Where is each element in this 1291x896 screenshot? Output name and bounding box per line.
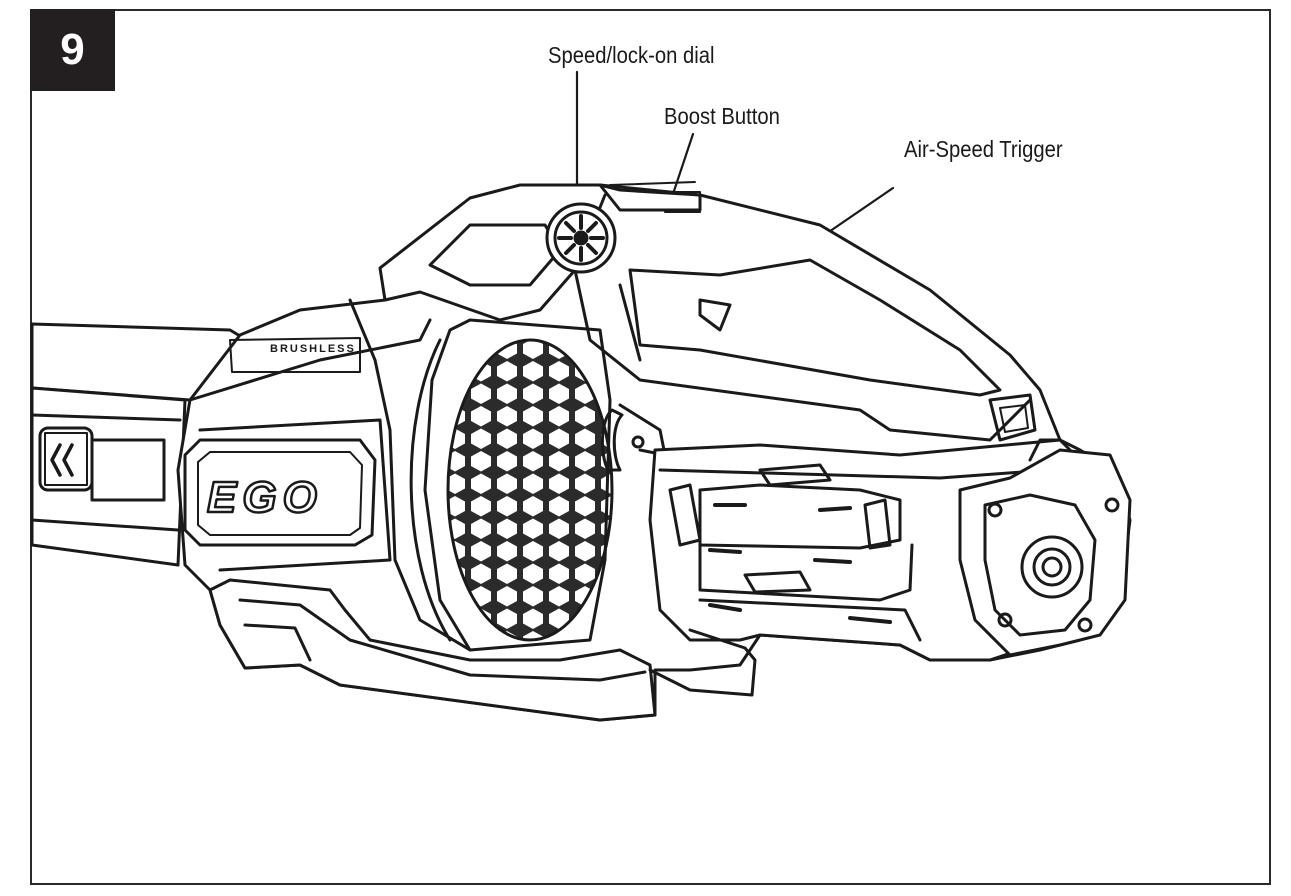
base-stand (208, 578, 757, 722)
trigger-shape (698, 298, 732, 332)
boost-button-callout-label: Boost Button (664, 103, 780, 129)
fan-guard (409, 318, 614, 652)
boost-button-leader (669, 132, 695, 202)
trigger-callout-label: Air-Speed Trigger (904, 136, 1063, 162)
battery-pack (648, 393, 1132, 662)
brand-mark: EGO (207, 473, 323, 522)
blower-tube (30, 322, 257, 567)
brand-logo-plate: EGO (183, 438, 377, 547)
brushless-mark: BRUSHLESS (270, 343, 356, 355)
speed-lock-on-dial (545, 202, 617, 274)
latch-hook (600, 403, 667, 472)
step-number-badge: 9 (30, 9, 115, 91)
speed-dial-callout-label: Speed/lock-on dial (548, 42, 715, 68)
